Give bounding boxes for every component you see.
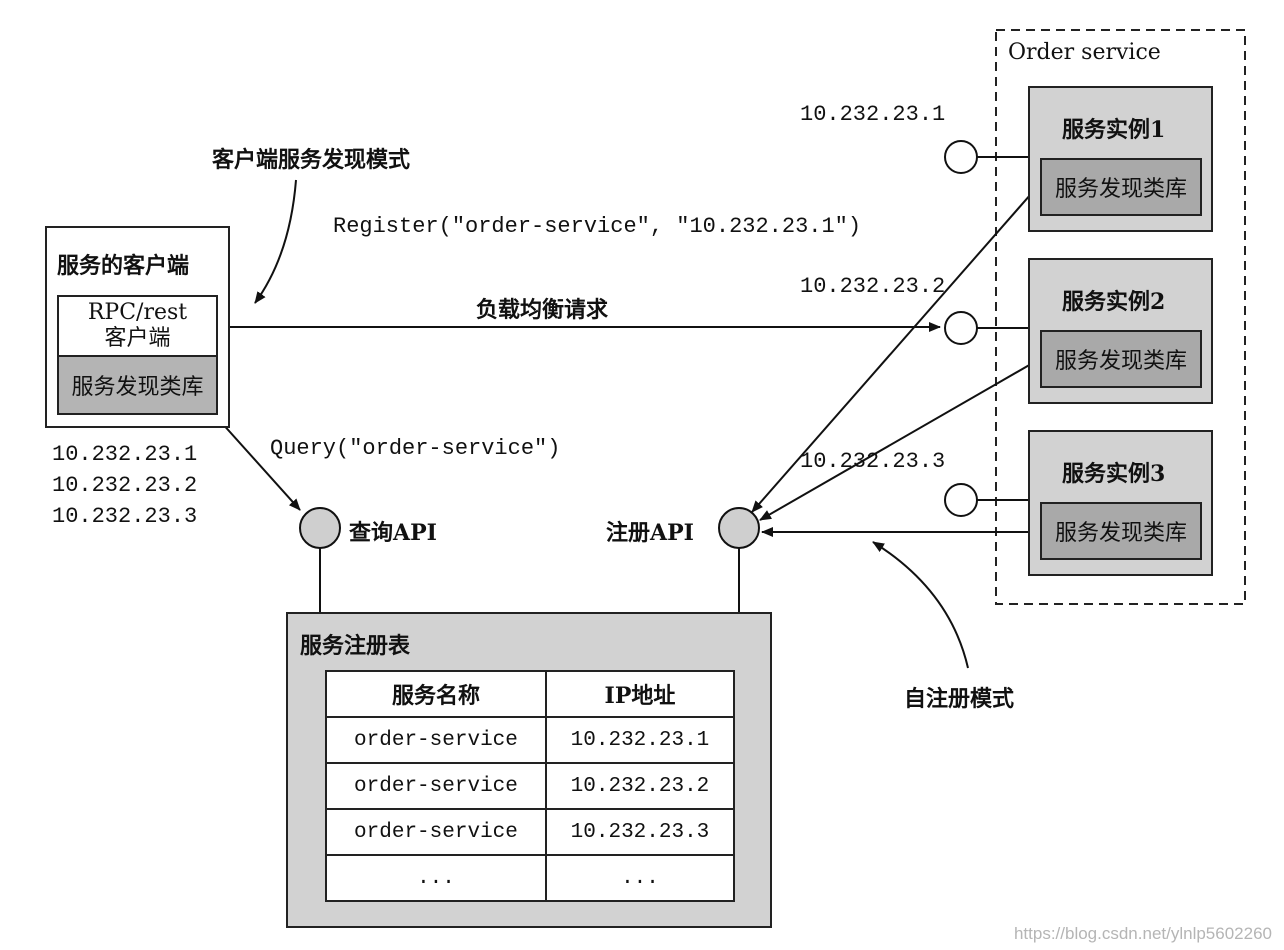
query-arrow [211,411,301,511]
instance-ip-1: 10.232.23.1 [800,102,946,127]
register-arrow-1 [751,185,1039,513]
instance-library-3: 服务发现类库 [1040,502,1202,560]
watermark-text: https://blog.csdn.net/ylnlp5602260 [1013,924,1272,943]
client-ip-1: 10.232.23.1 [52,442,198,467]
client-side-discovery-label: 客户端服务发现模式 [212,147,411,173]
order-service-boundary [995,29,1246,605]
table-row: order-service 10.232.23.3 [325,808,736,856]
instance-ip-2: 10.232.23.2 [800,274,946,299]
service-instance-2: 服务实例2 服务发现类库 [1028,258,1213,404]
instance-ip-3: 10.232.23.3 [800,449,946,474]
instance-endpoint-1 [944,140,978,174]
service-client-title: 服务的客户端 [57,253,190,279]
instance-library-2: 服务发现类库 [1040,330,1202,388]
registry-cell-ip: 10.232.23.1 [544,716,736,764]
client-ip-2: 10.232.23.2 [52,473,198,498]
service-instance-3: 服务实例3 服务发现类库 [1028,430,1213,576]
registry-table: 服务名称 IP地址 order-service 10.232.23.1 orde… [325,670,736,902]
instance-library-1: 服务发现类库 [1040,158,1202,216]
registry-header-row: 服务名称 IP地址 [325,670,736,718]
instance-name-3: 服务实例3 [1062,461,1166,487]
service-registry-box: 服务注册表 服务名称 IP地址 order-service 10.232.23.… [286,612,772,928]
register-api-node [718,507,760,549]
rpc-rest-label: RPC/rest [87,300,188,325]
self-register-pointer [872,541,969,669]
rpc-rest-client: RPC/rest 客户端 [57,295,218,357]
service-instance-1: 服务实例1 服务发现类库 [1028,86,1213,232]
register-call-label: Register("order-service", "10.232.23.1") [333,214,862,239]
rpc-client-label: 客户端 [104,326,171,351]
registry-cell-ip: 10.232.23.3 [544,808,736,856]
table-row: order-service 10.232.23.1 [325,716,736,764]
registry-cell-name: order-service [325,808,547,856]
registry-cell-ip: ... [544,854,736,902]
header-ip-address: IP地址 [544,670,736,718]
instance-name-2: 服务实例2 [1062,289,1166,315]
client-ip-3: 10.232.23.3 [52,504,198,529]
service-registry-title: 服务注册表 [300,633,411,659]
table-row: ... ... [325,854,736,902]
query-call-label: Query("order-service") [270,436,561,461]
register-api-label: 注册API [606,520,694,546]
order-service-title: Order service [1008,40,1161,65]
load-balance-label: 负载均衡请求 [476,297,609,323]
header-service-name: 服务名称 [325,670,547,718]
instance-name-1: 服务实例1 [1062,117,1166,143]
registry-cell-name: ... [325,854,547,902]
table-row: order-service 10.232.23.2 [325,762,736,810]
instance-endpoint-3 [944,483,978,517]
registry-cell-name: order-service [325,762,547,810]
client-discovery-library: 服务发现类库 [57,355,218,415]
register-arrow-2 [759,359,1039,521]
client-pattern-pointer [254,179,297,304]
service-client-box: 服务的客户端 RPC/rest 客户端 服务发现类库 [45,226,230,428]
instance-endpoint-2 [944,311,978,345]
self-registration-label: 自注册模式 [904,686,1015,712]
query-api-label: 查询API [349,520,437,546]
registry-cell-name: order-service [325,716,547,764]
registry-cell-ip: 10.232.23.2 [544,762,736,810]
query-api-node [299,507,341,549]
